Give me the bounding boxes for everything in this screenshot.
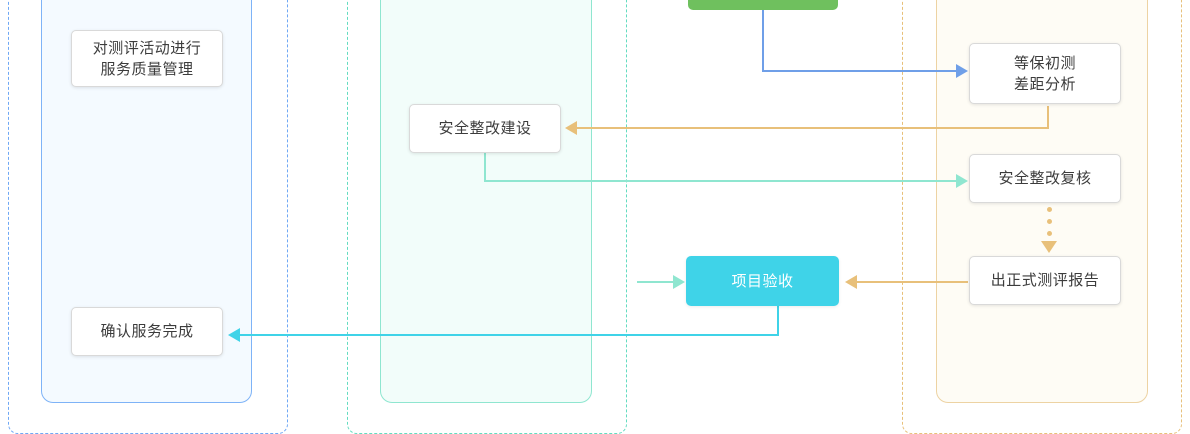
- edge-gap-to-rectify-arrowhead: [565, 121, 577, 135]
- edge-green-to-gap-horizontal: [762, 70, 956, 72]
- edge-green-to-gap-vertical: [762, 10, 764, 71]
- edge-review-to-report-arrowhead: [1041, 241, 1057, 253]
- node-security-rectification-review[interactable]: 安全整改复核: [969, 154, 1121, 203]
- edge-report-to-acceptance-arrowhead: [845, 275, 857, 289]
- node-service-quality-management[interactable]: 对测评活动进行 服务质量管理: [71, 30, 223, 87]
- edge-review-to-report-dot-3: [1047, 231, 1052, 236]
- node-project-acceptance[interactable]: 项目验收: [686, 256, 839, 306]
- edge-gap-to-rectify-horizontal: [577, 127, 1048, 129]
- node-formal-assessment-report[interactable]: 出正式测评报告: [969, 256, 1121, 305]
- edge-acceptance-to-confirm-horizontal: [240, 334, 779, 336]
- swimlane-teal-panel: [380, 0, 592, 403]
- edge-report-to-acceptance-horizontal: [857, 281, 968, 283]
- node-green-top[interactable]: [688, 0, 838, 10]
- edge-acceptance-to-confirm-vertical: [777, 306, 779, 334]
- edge-rectify-to-review-arrowhead: [956, 174, 968, 188]
- edge-review-to-report-dot-1: [1047, 207, 1052, 212]
- edge-lane-to-acceptance-arrowhead: [673, 275, 685, 289]
- edge-lane-to-acceptance-horizontal: [637, 281, 675, 283]
- edge-green-to-gap-arrowhead: [956, 64, 968, 78]
- edge-review-to-report-dot-2: [1047, 219, 1052, 224]
- edge-rectify-to-review-vertical: [484, 152, 486, 180]
- node-security-rectification-construction[interactable]: 安全整改建设: [409, 104, 561, 153]
- node-initial-assessment-gap-analysis[interactable]: 等保初测 差距分析: [969, 43, 1121, 104]
- edge-rectify-to-review-horizontal: [484, 180, 956, 182]
- edge-gap-to-rectify-vertical: [1047, 106, 1049, 129]
- edge-acceptance-to-confirm-arrowhead: [228, 328, 240, 342]
- node-confirm-service-complete[interactable]: 确认服务完成: [71, 307, 223, 356]
